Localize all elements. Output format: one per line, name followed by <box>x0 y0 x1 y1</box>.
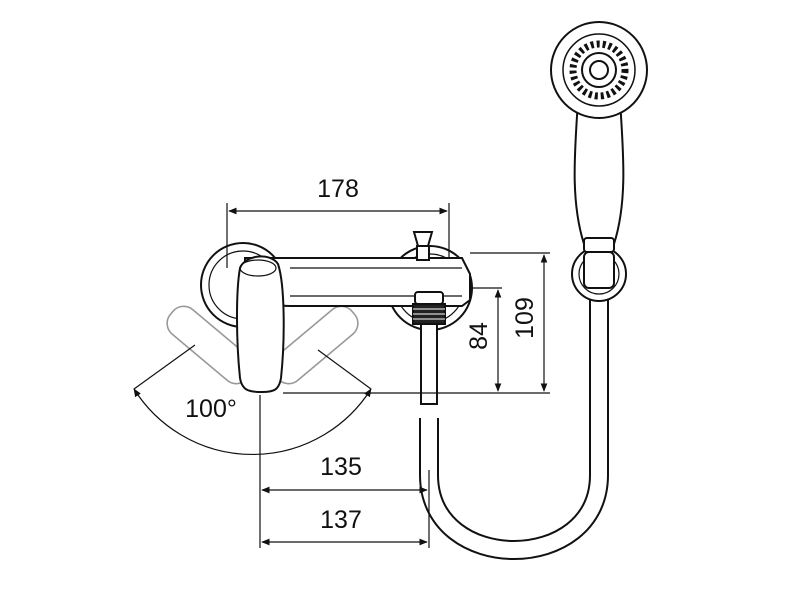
dimension-135-label: 135 <box>320 453 362 481</box>
lever-handle <box>236 255 285 394</box>
dimension-100-degree-label: 100° <box>185 395 237 423</box>
shower-hose <box>419 300 609 560</box>
dimension-109-label: 109 <box>511 297 539 339</box>
handshower-wall-holder <box>571 246 627 302</box>
dimension-lines <box>133 207 548 546</box>
hose-connector <box>412 291 446 405</box>
diverter-knob <box>412 231 434 261</box>
dimension-178-label: 178 <box>317 175 359 203</box>
dimension-84-label: 84 <box>465 322 493 350</box>
dimension-137-label: 137 <box>320 506 362 534</box>
hand-shower <box>550 21 648 253</box>
